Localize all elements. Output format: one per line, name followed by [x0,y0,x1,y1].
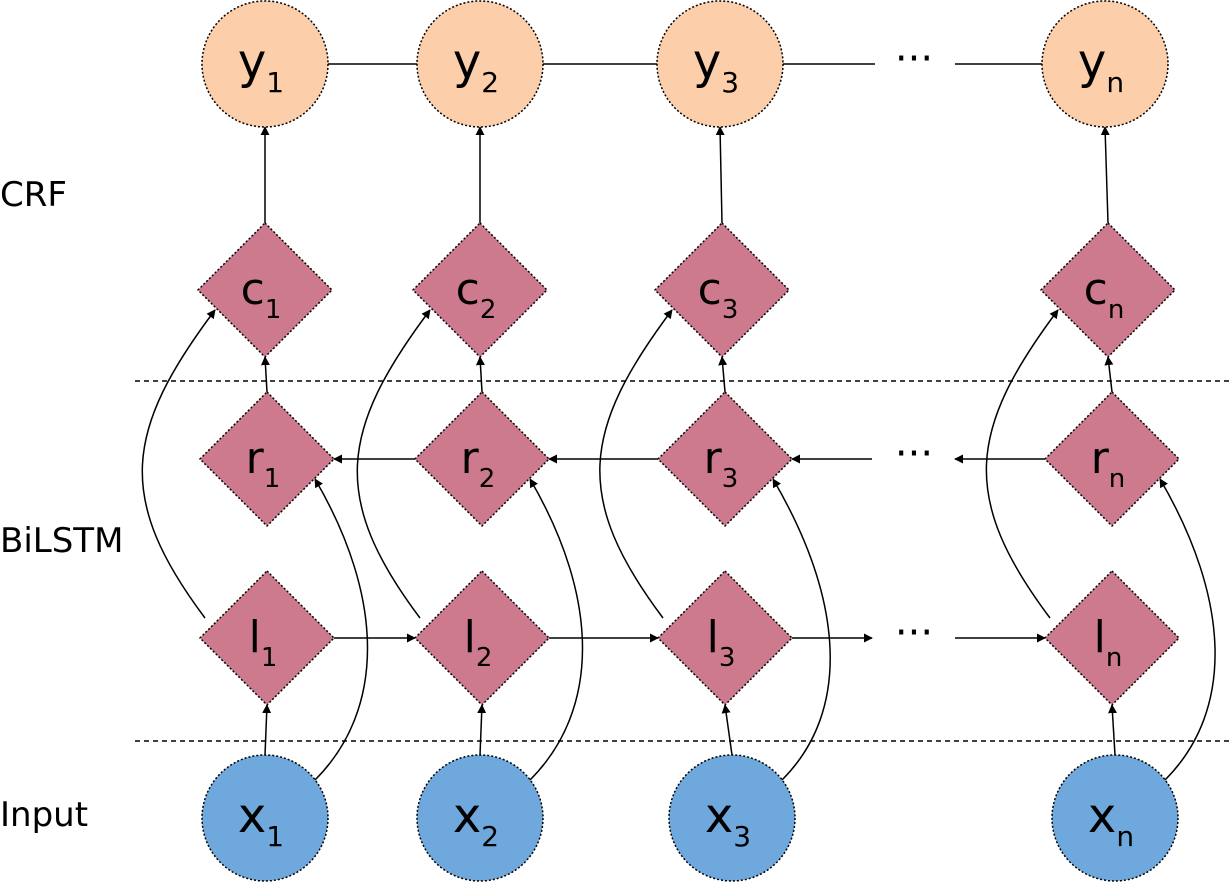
forward-lstm-node-l-2 [413,569,551,707]
crf-node-c-4 [1039,221,1177,359]
edge-r-to-c-3 [718,356,728,393]
ellipses: ··· ··· ··· [895,36,933,656]
backward-lstm-node-r-3-label: r3 [704,433,739,494]
edge-r-to-c-2 [475,356,485,393]
output-node-y-1-label: y1 [238,34,284,99]
ellipsis-forward: ··· [895,610,933,656]
crf-node-c-1-label: c1 [241,264,282,325]
forward-lstm-node-l-1 [198,569,336,707]
input-node-x-4-label: xn [1088,788,1134,853]
input-node-x-3-label: x3 [705,788,751,853]
input-node-x-3 [668,754,796,882]
forward-lstm-node-l-4 [1043,569,1181,707]
edge-x-to-l-2 [477,704,487,756]
output-node-y-3-label: y3 [693,34,739,99]
crf-node-c-2 [411,221,549,359]
edge-x-to-r-1 [314,478,369,781]
crf-node-c-1 [196,221,334,359]
edge-x-to-r-4 [1159,478,1216,781]
output-node-y-2-label: y2 [453,34,499,99]
edges [141,63,1216,781]
layer-label-bilstm: BiLSTM [0,521,123,561]
edge-x-to-l-3 [721,704,733,756]
input-node-x-1 [201,754,329,882]
input-node-x-2 [416,754,544,882]
crf-node-c-2-label: c2 [456,264,497,325]
ellipsis-backward: ··· [895,431,933,477]
output-node-y-4-label: yn [1078,34,1124,99]
backward-lstm-node-r-3 [656,390,794,528]
crf-node-c-3-label: c3 [698,264,739,325]
edge-x-to-l-4 [1107,704,1117,756]
input-node-x-2-label: x2 [453,788,499,853]
crf-node-c-4-label: cn [1084,264,1125,325]
edge-l-to-c-1 [141,309,216,619]
forward-lstm-node-l-1-label: l1 [249,612,278,673]
layer-label-crf: CRF [0,175,67,215]
edge-l-to-c-3 [599,309,673,619]
backward-lstm-node-r-4-label: rn [1091,433,1126,494]
backward-lstm-node-r-2 [413,390,551,528]
edge-r-to-c-1 [260,356,270,393]
backward-lstm-node-r-4 [1043,390,1181,528]
edge-x-to-l-1 [262,704,272,756]
edge-l-to-c-4 [985,309,1059,619]
layer-label-input: Input [0,795,88,835]
output-node-y-3 [656,0,784,128]
edge-c-to-y-3 [715,126,725,224]
output-node-y-2 [416,0,544,128]
ellipsis-crf: ··· [895,36,933,82]
forward-lstm-node-l-3 [656,569,794,707]
edge-x-to-r-3 [772,478,831,781]
forward-lstm-node-l-2-label: l2 [464,612,493,673]
input-node-x-1-label: x1 [238,788,284,853]
backward-lstm-node-r-1-label: r1 [246,433,281,494]
input-node-x-4 [1051,754,1179,882]
forward-lstm-node-l-4-label: ln [1094,612,1123,673]
output-node-y-1 [201,0,329,128]
nodes: y1 c1 r1 l1 x1 y2 c2 r2 l2 x2 y3 c3 r3 l3 x3 yn cn rn ln xn [196,0,1181,882]
crf-node-c-3 [653,221,791,359]
output-node-y-4 [1041,0,1169,128]
edge-r-to-c-4 [1104,356,1114,393]
edge-l-to-c-2 [356,309,431,619]
edge-c-to-y-4 [1100,126,1110,224]
backward-lstm-node-r-2-label: r2 [461,433,496,494]
backward-lstm-node-r-1 [198,390,336,528]
forward-lstm-node-l-3-label: l3 [707,612,736,673]
edge-x-to-r-2 [529,478,584,781]
